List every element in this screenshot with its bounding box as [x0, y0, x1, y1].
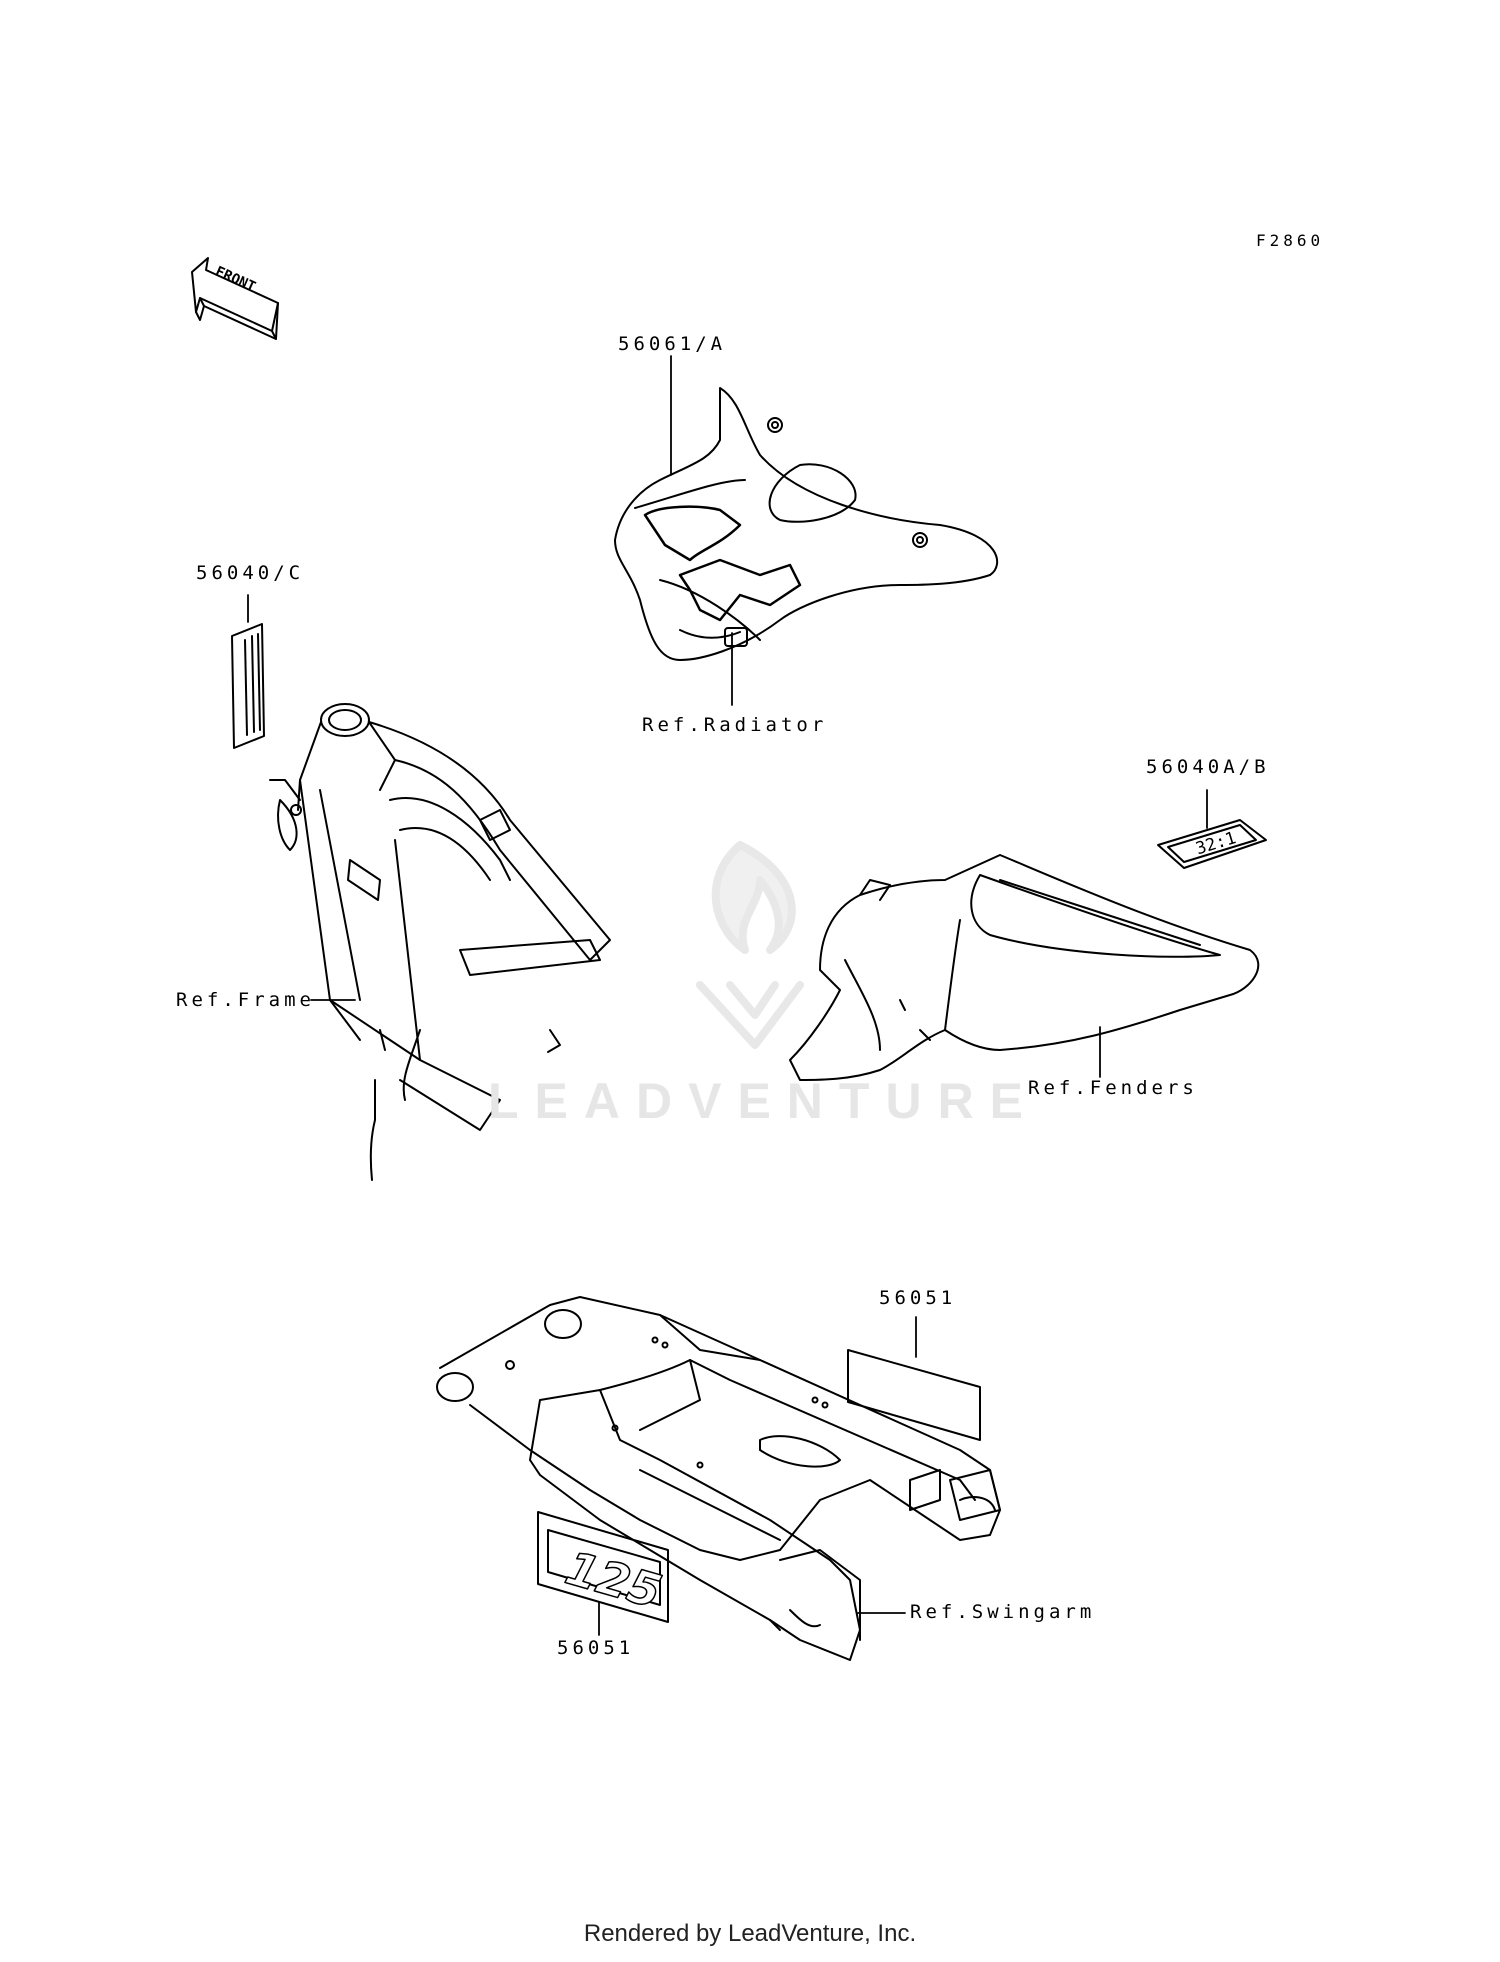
label-frame-ref[interactable]: Ref.Frame: [176, 989, 315, 1011]
label-radiator-ref[interactable]: Ref.Radiator: [642, 714, 828, 736]
frame-decal-drawing: [231, 623, 265, 749]
figure-code: F2860: [1256, 231, 1325, 250]
label-fender-decal[interactable]: 56040A/B: [1146, 756, 1270, 778]
swingarm-decal-lower-drawing: [537, 1511, 669, 1623]
swingarm-decal-text: 125: [560, 1541, 667, 1619]
swingarm-drawing: [436, 1296, 1001, 1661]
label-swingarm-ref[interactable]: Ref.Swingarm: [910, 1601, 1096, 1623]
watermark-logo-icon: [696, 841, 804, 1049]
radiator-shroud-drawing: [614, 387, 999, 661]
front-arrow-icon: [191, 257, 279, 340]
label-frame-decal[interactable]: 56040/C: [196, 562, 305, 584]
label-swingarm-decal-upper[interactable]: 56051: [879, 1287, 957, 1309]
rear-fender-drawing: [789, 854, 1260, 1081]
label-fender-ref[interactable]: Ref.Fenders: [1028, 1077, 1198, 1099]
footer-credit: Rendered by LeadVenture, Inc.: [583, 1920, 917, 1947]
fender-decal-drawing: [1157, 819, 1267, 869]
swingarm-decal-upper-drawing: [847, 1349, 981, 1441]
label-swingarm-decal-lower[interactable]: 56051: [557, 1637, 635, 1659]
watermark-text: LEADVENTURE: [488, 1073, 1040, 1129]
label-radiator-shroud-decal[interactable]: 56061/A: [618, 333, 727, 355]
leader-lines: [247, 355, 1208, 1636]
